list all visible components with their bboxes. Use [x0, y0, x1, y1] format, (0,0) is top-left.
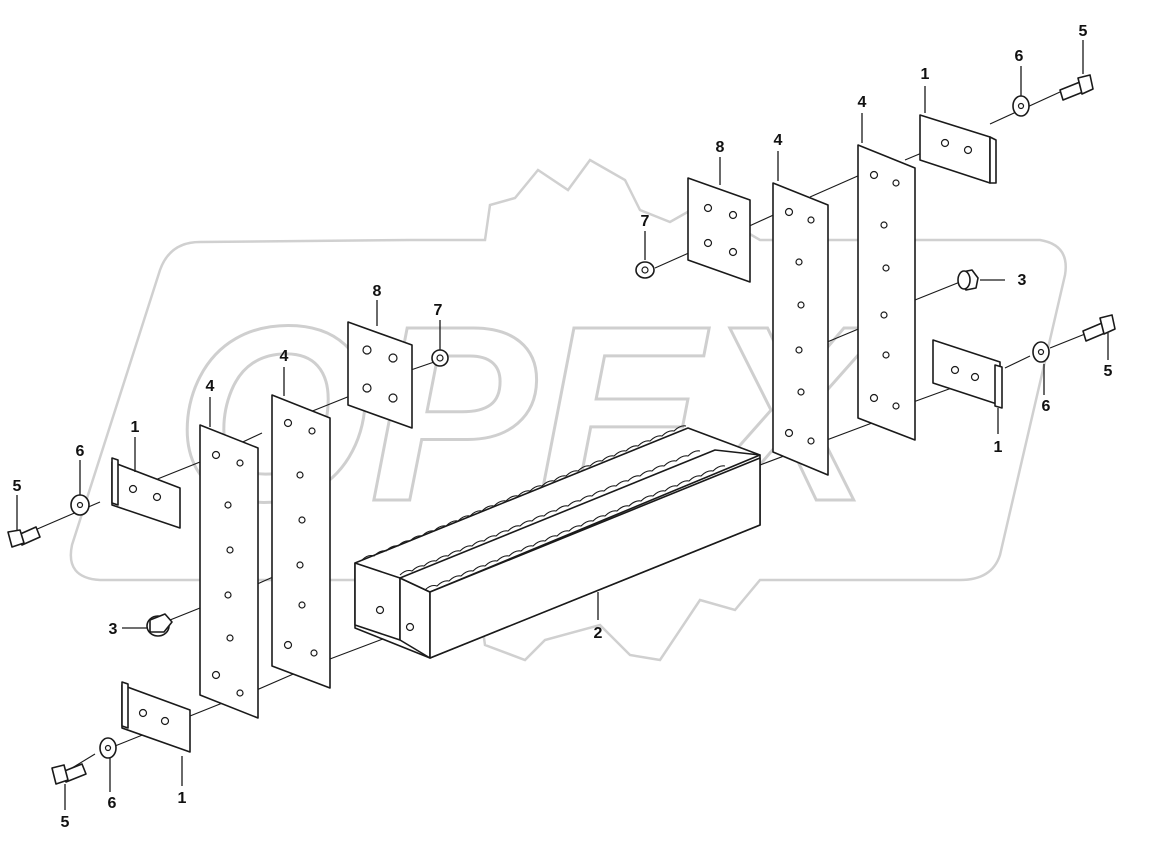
leader-lines — [16, 40, 1109, 810]
part-6-washer-upper-right — [1012, 95, 1030, 117]
callout-5-lower-left: 5 — [61, 814, 70, 831]
part-4-plate-left-rear — [271, 394, 331, 689]
callout-1-lower-right: 1 — [994, 439, 1003, 456]
callout-2: 2 — [594, 625, 603, 642]
part-4-plate-right-front — [772, 182, 829, 476]
part-1-bracket-lower-left — [121, 681, 191, 753]
callout-4-left-rear: 4 — [280, 348, 289, 365]
part-1-bracket-upper-left — [111, 457, 181, 529]
tread-serration-1 — [361, 425, 687, 561]
callout-4-left-front: 4 — [206, 378, 215, 395]
part-3-plug-right — [957, 269, 979, 291]
part-5-bolt-lower-right — [1082, 314, 1116, 342]
callout-5-lower-right: 5 — [1104, 363, 1113, 380]
callout-5-upper-right: 5 — [1079, 23, 1088, 40]
callout-7-left: 7 — [434, 302, 443, 319]
callout-1-lower-left: 1 — [178, 790, 187, 807]
part-5-bolt-upper-left — [7, 526, 41, 548]
callout-6-lower-left: 6 — [108, 795, 117, 812]
part-7-nut-upper — [635, 261, 655, 279]
part-1-bracket-lower-right — [932, 339, 1003, 409]
part-6-washer-upper-left — [70, 494, 90, 516]
callout-6-upper-right: 6 — [1015, 48, 1024, 65]
callout-3-right: 3 — [1018, 272, 1027, 289]
callout-5-upper-left: 5 — [13, 478, 22, 495]
callout-3-left: 3 — [109, 621, 118, 638]
part-3-plug-left — [146, 613, 173, 637]
part-5-bolt-lower-left — [51, 763, 87, 785]
part-6-washer-lower-left — [99, 737, 117, 759]
callout-6-upper-left: 6 — [76, 443, 85, 460]
callout-4-right-rear: 4 — [858, 94, 867, 111]
part-8-plate-upper-right — [687, 177, 751, 283]
callout-4-right-front: 4 — [774, 132, 783, 149]
tread-serration-2 — [399, 450, 701, 576]
part-4-plate-left-front — [199, 424, 259, 719]
part-5-bolt-upper-right — [1059, 74, 1094, 101]
callout-6-lower-right: 6 — [1042, 398, 1051, 415]
part-6-washer-lower-right — [1032, 341, 1050, 363]
part-8-plate-left — [347, 321, 413, 429]
callout-1-upper-right: 1 — [921, 66, 930, 83]
tread-serration-3 — [424, 465, 726, 591]
part-1-bracket-upper-right — [919, 114, 997, 184]
callout-1-upper-left: 1 — [131, 419, 140, 436]
part-4-plate-right-rear — [857, 144, 916, 441]
part-2-step-tread — [354, 425, 761, 659]
callout-labels: 1 1 1 1 2 3 3 4 4 4 4 5 5 5 5 6 6 6 6 7 … — [13, 23, 1113, 831]
callout-8-left: 8 — [373, 283, 382, 300]
callout-8-upper: 8 — [716, 139, 725, 156]
part-7-nut-left — [431, 349, 449, 367]
callout-7-upper: 7 — [641, 213, 650, 230]
